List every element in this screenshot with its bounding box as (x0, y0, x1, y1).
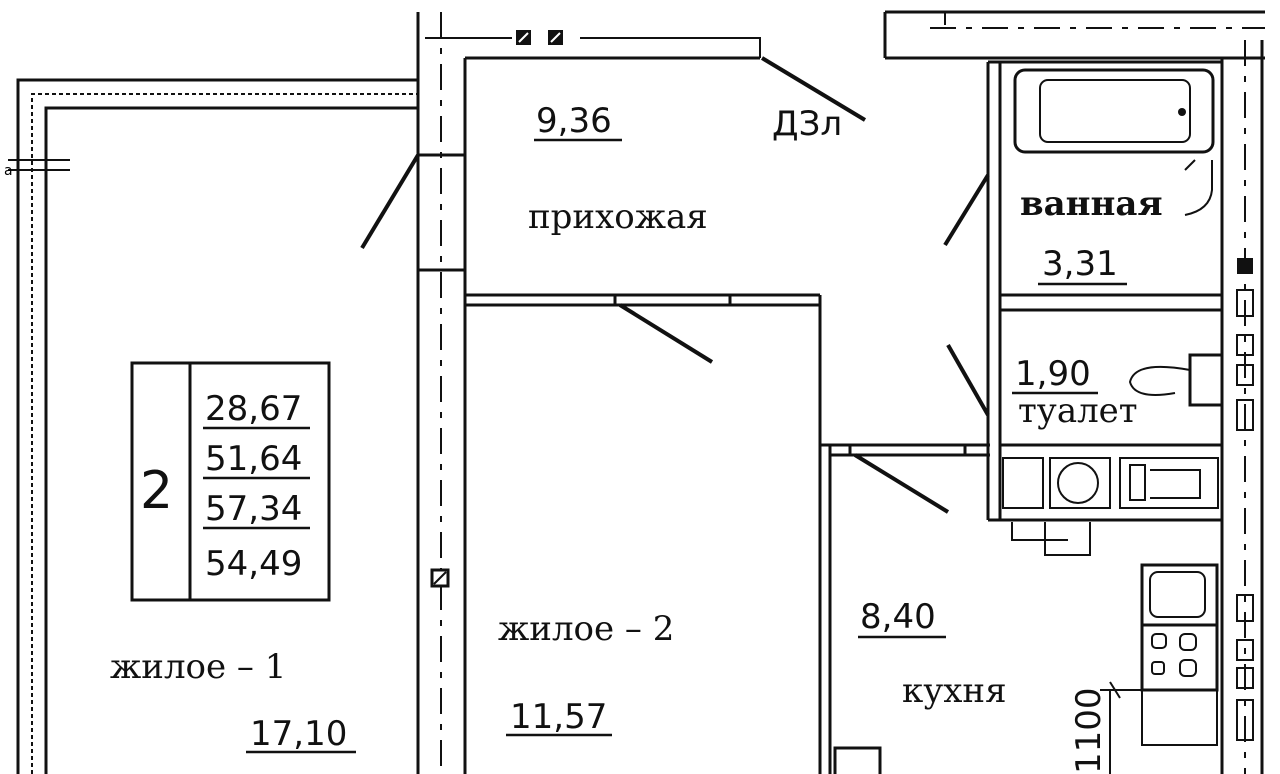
door-swing-living1 (360, 153, 420, 250)
door-mark: ДЗл (772, 104, 842, 144)
toilet-area: 1,90 (1015, 354, 1091, 394)
axis-mark: а (4, 163, 13, 179)
bathroom-name: ванная (1020, 184, 1163, 224)
risers (1220, 40, 1264, 774)
toilet-tank-icon (1188, 353, 1224, 407)
living2-area: 11,57 (510, 697, 607, 737)
summary-area-2: 51,64 (205, 439, 302, 479)
top-line (425, 30, 761, 58)
washer-icon (1057, 462, 1099, 504)
living1-area: 17,10 (250, 714, 347, 754)
hallway-area: 9,36 (536, 101, 612, 141)
appliance-icon (1002, 457, 1044, 509)
toilet-bowl-icon (1128, 365, 1191, 396)
sink-icon (1184, 159, 1213, 216)
summary-area-4: 54,49 (205, 544, 302, 584)
summary-area-1: 28,67 (205, 389, 302, 429)
bathtub-icon (1013, 68, 1215, 154)
kitchen-name: кухня (902, 671, 1007, 711)
entrance-door-swing (760, 56, 867, 122)
door-swing-toilet (946, 344, 990, 416)
bathroom-area: 3,31 (1042, 244, 1118, 284)
kitchen-equipment: 1100 (1069, 563, 1219, 774)
kitchen-area: 8,40 (860, 597, 936, 637)
living2-kitchen-walls (818, 295, 990, 774)
dimension-label: 1100 (1069, 687, 1109, 774)
living1-walls: а (4, 78, 418, 774)
door-swing-living2 (618, 303, 714, 364)
summary-area-3: 57,34 (205, 489, 302, 529)
hallway-walls (465, 56, 867, 364)
door-swing-kitchen (853, 453, 950, 514)
living1-name: жилое – 1 (110, 647, 286, 687)
door-swing-bathroom (943, 173, 990, 247)
summary-box: 2 28,67 51,64 57,34 54,49 (130, 361, 331, 602)
living2-name: жилое – 2 (498, 609, 674, 649)
bath-block (883, 10, 1265, 556)
boiler-icon (1119, 457, 1219, 509)
rooms-count: 2 (140, 461, 173, 521)
interior-wall-left (360, 12, 467, 774)
toilet-name: туалет (1018, 391, 1138, 431)
hallway-name: прихожая (528, 197, 708, 237)
